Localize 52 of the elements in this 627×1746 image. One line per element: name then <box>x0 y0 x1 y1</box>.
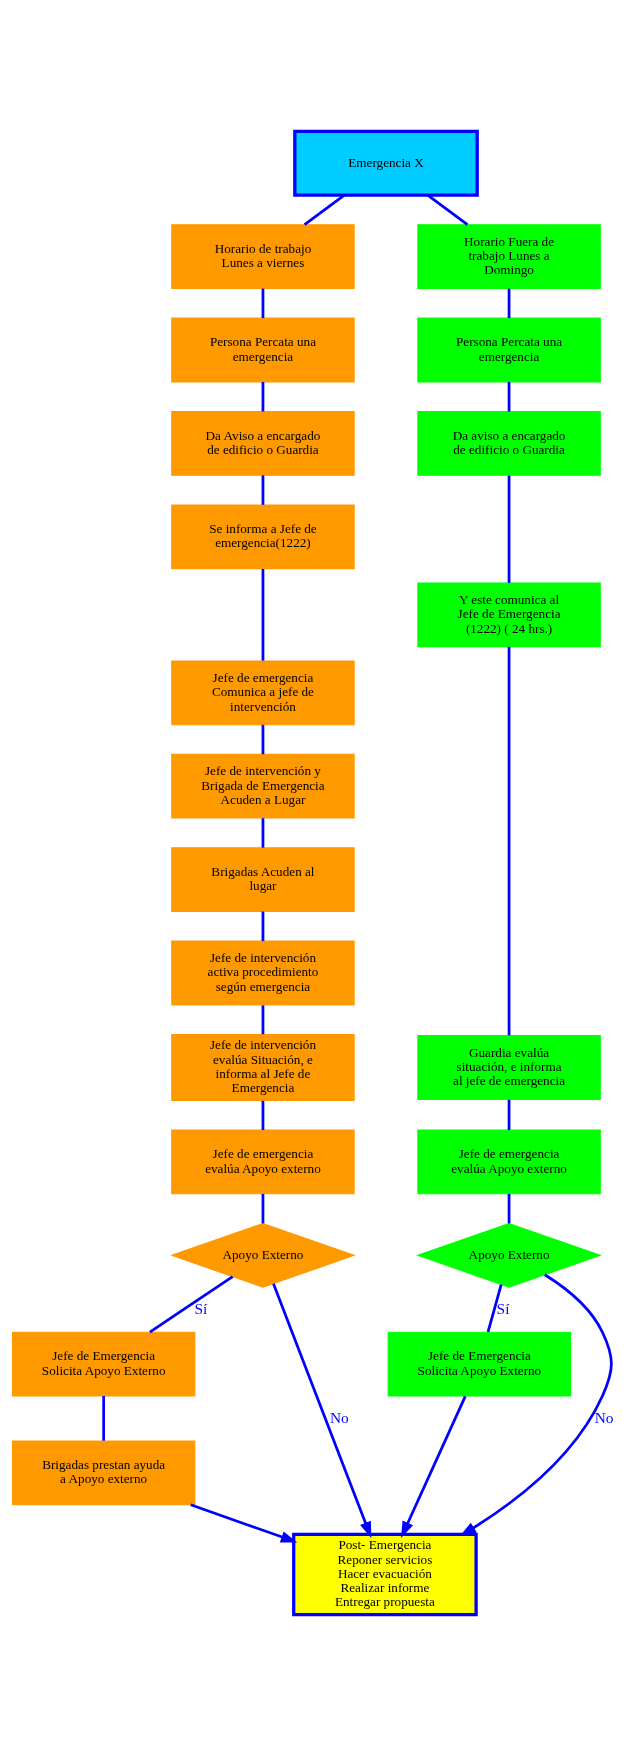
edge-label: Sí <box>496 1299 510 1317</box>
node-box: Emergencia X <box>293 129 479 197</box>
connector <box>261 1193 265 1224</box>
node-diamond: Apoyo Externo <box>416 1222 602 1288</box>
node-box: Da Aviso a encargado de edificio o Guardia <box>171 411 355 476</box>
node-box: Guardia evalúa situación, e informa al jefe de emergencia <box>417 1035 601 1100</box>
connector <box>507 288 511 319</box>
node-box: Jefe de emergencia evalúa Apoyo externo <box>171 1129 355 1195</box>
connector <box>261 475 265 505</box>
connector <box>261 569 265 661</box>
arrow <box>401 1395 467 1538</box>
connector <box>507 475 511 583</box>
node-box: Se informa a Jefe de emergencia(1222) <box>171 504 355 570</box>
node-box: Y este comunica al Jefe de Emergencia (1222) ( 24 hrs.) <box>417 582 601 648</box>
connector <box>261 382 265 412</box>
connector <box>261 1100 265 1130</box>
connector <box>261 1005 265 1035</box>
connector <box>507 1099 511 1130</box>
node-box: Jefe de emergencia evalúa Apoyo externo <box>417 1129 601 1195</box>
node-box: Jefe de emergencia Comunica a jefe de intervención <box>171 660 355 726</box>
node-box: Horario de trabajo Lunes a viernes <box>171 224 355 290</box>
node-box: Jefe de intervención activa procedimiento según emergencia <box>171 940 355 1006</box>
arrow <box>459 1273 613 1537</box>
node-box: Jefe de Emergencia Solicita Apoyo Externo <box>387 1331 572 1397</box>
node-diamond: Apoyo Externo <box>170 1222 356 1288</box>
edge-label: Sí <box>194 1299 208 1317</box>
node-box: Post- Emergencia Reponer servicios Hacer evacuación Realizar informe Entregar propuesta <box>292 1532 478 1617</box>
node-box: Brigadas prestan ayuda a Apoyo externo <box>11 1440 196 1506</box>
connector <box>261 911 265 942</box>
node-box: Horario Fuera de trabajo Lunes a Domingo <box>417 224 601 290</box>
arrow <box>272 1283 372 1539</box>
node-box: Jefe de Emergencia Solicita Apoyo Externo <box>11 1331 196 1397</box>
connector <box>507 1193 511 1224</box>
connector <box>102 1396 106 1441</box>
connector <box>426 194 469 226</box>
connector <box>507 646 511 1036</box>
node-box: Persona Percata una emergencia <box>171 317 355 383</box>
node-box: Brigadas Acuden al lugar <box>171 847 355 912</box>
connector <box>261 818 265 848</box>
connector <box>261 724 265 755</box>
edge-label: No <box>594 1408 614 1426</box>
node-box: Jefe de intervención y Brigada de Emergencia Acuden a Lugar <box>171 753 355 819</box>
edge-label: No <box>329 1408 349 1426</box>
arrow <box>190 1503 298 1543</box>
connector <box>507 382 511 412</box>
node-box: Persona Percata una emergencia <box>417 317 601 383</box>
connector <box>149 1275 234 1334</box>
node-box: Da aviso a encargado de edificio o Guardia <box>417 411 601 476</box>
connector <box>486 1284 503 1333</box>
connector <box>303 194 346 226</box>
node-box: Jefe de intervención evalúa Situación, e informa al Jefe de Emergencia <box>171 1033 355 1101</box>
connector <box>261 288 265 319</box>
